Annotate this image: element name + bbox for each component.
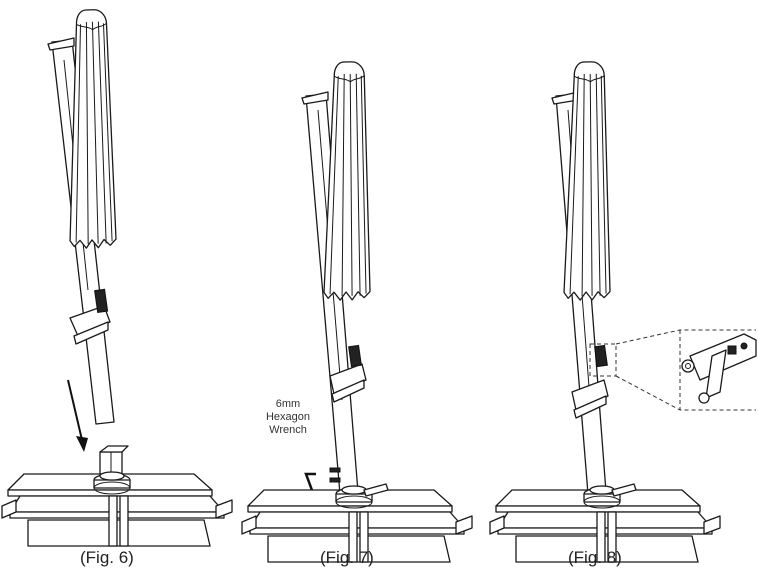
wrench-label: 6mm Hexagon Wrench xyxy=(254,398,322,437)
down-arrow-icon xyxy=(67,379,88,452)
figure-6-caption: (Fig. 6) xyxy=(80,548,134,567)
figure-7-drawing xyxy=(241,60,473,563)
figure-6-drawing xyxy=(1,8,233,547)
wrench-label-type: Hexagon xyxy=(265,411,311,423)
figure-8-drawing xyxy=(489,60,757,563)
detail-marker xyxy=(589,343,617,377)
wrench-label-tool: Wrench xyxy=(269,424,307,436)
figure-7-caption: (Fig. 7) xyxy=(320,548,374,567)
figure-8-caption: (Fig. 8) xyxy=(568,548,622,567)
wrench-label-size: 6mm xyxy=(275,398,301,410)
detail-callout xyxy=(615,329,757,411)
